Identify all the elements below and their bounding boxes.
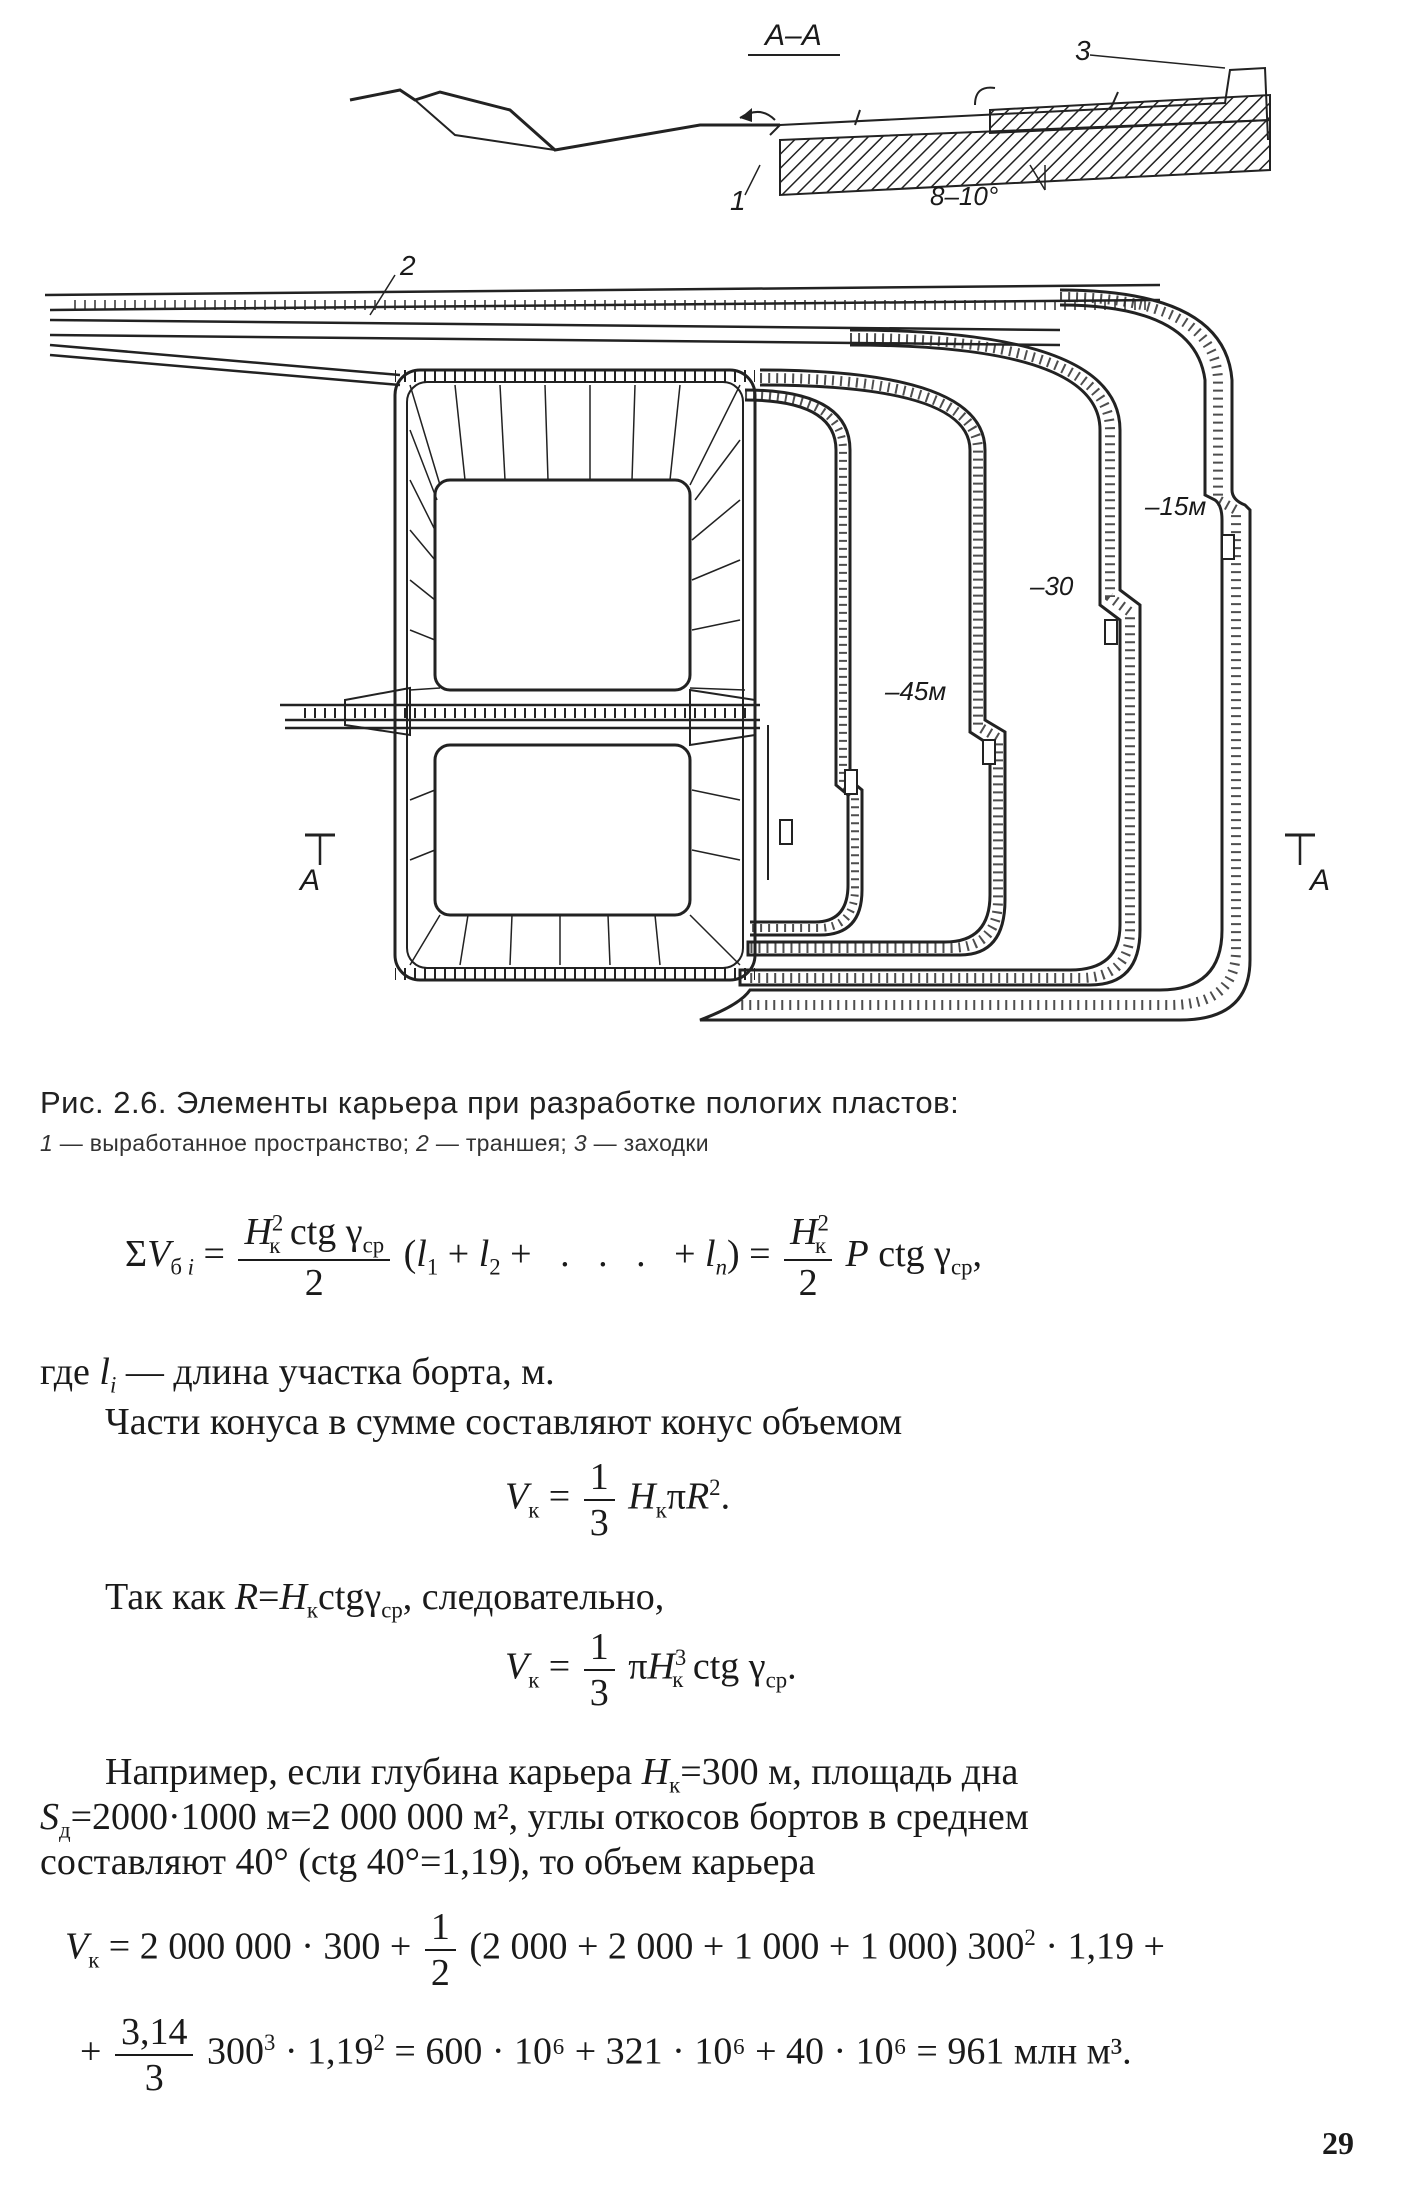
pit-diagram: A–A 3 1 8–10° 2 –15: [44, 19, 1330, 1022]
label-3: 3: [1075, 35, 1091, 66]
figure-legend: 1 — выработанное пространство; 2 — транш…: [40, 1130, 709, 1156]
angle-label: 8–10°: [930, 181, 998, 211]
a-right-label: A: [1308, 864, 1330, 897]
cone-sentence: Части конуса в сумме составляют конус об…: [105, 1401, 903, 1443]
section-aa: A–A 3 1 8–10°: [349, 19, 1271, 216]
page-number: 29: [1322, 2125, 1354, 2161]
since-sentence: Так как R=Hкctgγср, следовательно,: [105, 1576, 665, 1623]
section-label: A–A: [763, 19, 822, 52]
label-1: 1: [730, 185, 746, 216]
level-30-label: –30: [1029, 571, 1074, 601]
level-15-label: –15м: [1144, 491, 1206, 521]
where-line: где li — длина участка борта, м.: [40, 1351, 555, 1398]
example-line-3: составляют 40° (ctg 40°=1,19), то объем …: [40, 1841, 816, 1883]
a-left-label: A: [298, 864, 320, 897]
example-line-1: Например, если глубина карьера Hк=300 м,…: [105, 1751, 1019, 1798]
label-2: 2: [399, 250, 416, 281]
figure-caption: Рис. 2.6. Элементы карьера при разработк…: [40, 1085, 960, 1120]
example-line-2: Sд=2000·1000 м=2 000 000 м², углы откосо…: [40, 1796, 1029, 1843]
level-45-label: –45м: [884, 676, 946, 706]
pit-plan: 2 –15м –30 –45м: [44, 250, 1330, 1022]
